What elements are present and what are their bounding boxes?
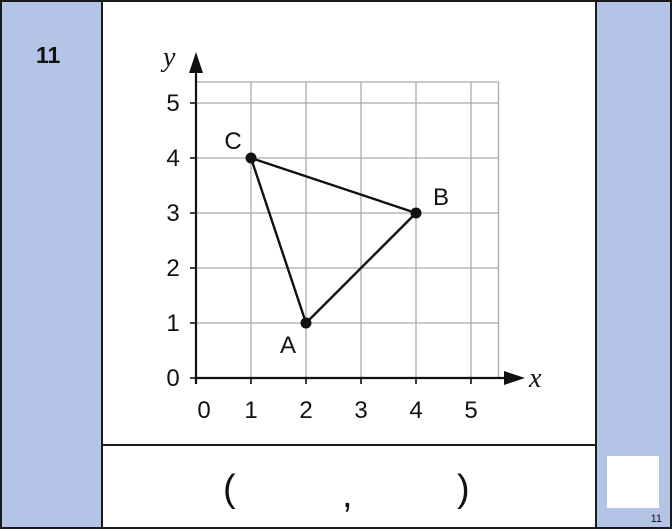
x-tick-label: 3 bbox=[354, 397, 367, 424]
coordinate-grid: 0 1 2 3 4 5 0 1 2 3 4 5 x y A B C bbox=[160, 42, 542, 424]
y-tick-label: 3 bbox=[166, 200, 179, 227]
left-margin-panel: 11 bbox=[2, 2, 103, 527]
y-tick-label: 2 bbox=[166, 255, 179, 282]
x-axis-label: x bbox=[528, 363, 542, 394]
triangle-abc: A B C bbox=[224, 128, 449, 359]
answer-open-paren: ( bbox=[223, 468, 236, 510]
x-tick-label: 1 bbox=[244, 397, 257, 424]
x-tick-label: 2 bbox=[299, 397, 312, 424]
y-axis-arrow bbox=[189, 52, 203, 73]
y-tick-label: 0 bbox=[166, 365, 179, 392]
x-tick-label: 4 bbox=[409, 397, 422, 424]
axes bbox=[189, 52, 525, 385]
point-b bbox=[410, 207, 422, 219]
answer-divider bbox=[103, 444, 595, 446]
point-a bbox=[300, 317, 312, 329]
y-tick-label: 1 bbox=[166, 310, 179, 337]
point-label-b: B bbox=[433, 184, 449, 211]
marks-label: 11 bbox=[650, 513, 662, 525]
x-tick-label: 0 bbox=[197, 397, 210, 424]
y-tick-labels: 0 1 2 3 4 5 bbox=[166, 90, 179, 392]
x-tick-label: 5 bbox=[464, 397, 477, 424]
y-axis-label: y bbox=[160, 42, 176, 73]
answer-area[interactable]: ( , ) bbox=[105, 462, 595, 522]
grid-lines bbox=[195, 81, 500, 379]
triangle-outline bbox=[249, 156, 418, 325]
point-c bbox=[245, 152, 257, 164]
point-label-a: A bbox=[280, 332, 296, 359]
answer-comma: , bbox=[342, 474, 353, 516]
x-tick-labels: 0 1 2 3 4 5 bbox=[197, 397, 477, 424]
mark-box[interactable] bbox=[607, 456, 659, 508]
question-number: 11 bbox=[36, 42, 61, 68]
right-margin-panel: 11 bbox=[595, 2, 670, 527]
y-tick-label: 4 bbox=[166, 145, 179, 172]
point-label-c: C bbox=[224, 128, 241, 155]
x-axis-arrow bbox=[504, 371, 525, 385]
answer-close-paren: ) bbox=[457, 468, 470, 510]
y-tick-label: 5 bbox=[166, 90, 179, 117]
